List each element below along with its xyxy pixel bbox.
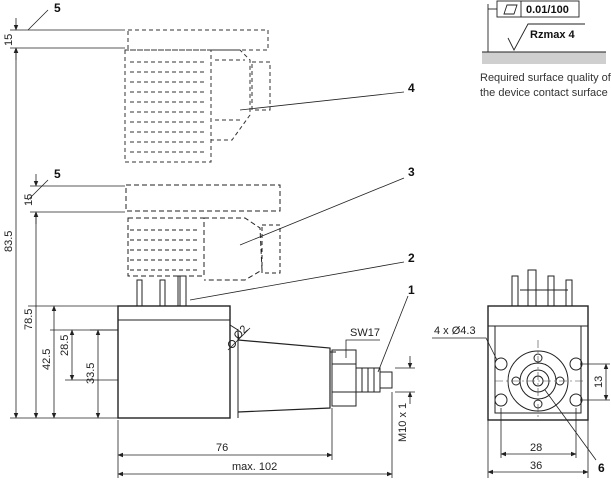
callout-3: 3 (408, 165, 415, 179)
dim-78-5: 78.5 (23, 309, 35, 330)
phi2-hole (228, 340, 236, 348)
dim-33-5: 33.5 (85, 363, 97, 384)
mount-hole-bl (494, 393, 508, 407)
dim-phi2: Ø2 (232, 323, 251, 342)
connector-body (125, 184, 281, 281)
dim-15-mid: 15 (23, 194, 35, 206)
connector-outline-dashed (124, 29, 271, 163)
callout-leaders (27, 9, 597, 461)
dim-42-5: 42.5 (41, 349, 53, 370)
callout-6: 6 (598, 461, 605, 475)
dim-13: 13 (593, 376, 605, 388)
side-dimensions (10, 18, 415, 478)
dim-83-5: 83.5 (3, 231, 15, 252)
dim-15-top: 15 (3, 34, 15, 46)
dim-holes: 4 x Ø4.3 (434, 325, 476, 337)
callout-5-top: 5 (54, 1, 61, 15)
dim-36: 36 (530, 460, 542, 472)
mount-hole-tl (494, 357, 508, 371)
contact-pins (136, 275, 187, 307)
surface-quality-symbol (482, 0, 606, 64)
flatness-value: 0.01/100 (526, 4, 569, 16)
callout-2: 2 (408, 251, 415, 265)
dim-28-5: 28.5 (59, 335, 71, 356)
hex-nut (331, 349, 357, 407)
surface-note-line1: Required surface quality of (480, 72, 611, 84)
solenoid-body (117, 305, 231, 419)
dim-28: 28 (530, 442, 542, 454)
front-dimensions (432, 337, 610, 478)
dim-thread: M10 x 1 (397, 403, 409, 442)
front-centerlines (495, 340, 585, 420)
dim-76: 76 (216, 442, 228, 454)
callout-1: 1 (408, 283, 415, 297)
dim-sw17: SW17 (350, 327, 380, 339)
callout-4: 4 (408, 81, 415, 95)
roughness-check-icon (507, 23, 585, 51)
flatness-icon (503, 4, 518, 15)
dim-max-102: max. 102 (232, 461, 277, 473)
front-body (487, 305, 589, 421)
roughness-value: Rzmax 4 (530, 29, 576, 41)
valve-stem (237, 339, 331, 413)
surface-note-line2: the device contact surface (480, 87, 608, 99)
side-view (117, 29, 393, 419)
callout-5-mid: 5 (54, 167, 61, 181)
